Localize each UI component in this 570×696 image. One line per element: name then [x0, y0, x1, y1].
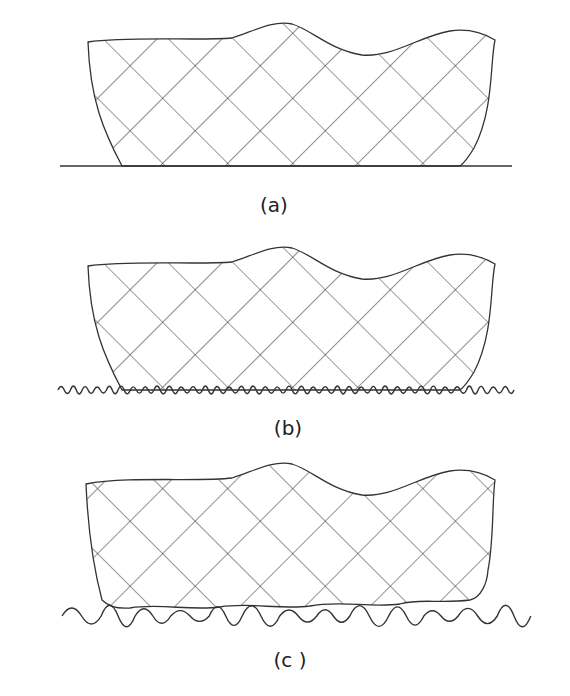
panel-label-b: (b): [274, 416, 302, 440]
block-b: [88, 247, 495, 390]
coarse-rough-surface: [62, 605, 531, 627]
block-a: [60, 23, 512, 166]
panel-label-a: (a): [260, 193, 288, 217]
panel-label-c: (c ): [274, 648, 307, 672]
fine-rough-surface: [58, 386, 514, 394]
block-c: [86, 463, 495, 608]
